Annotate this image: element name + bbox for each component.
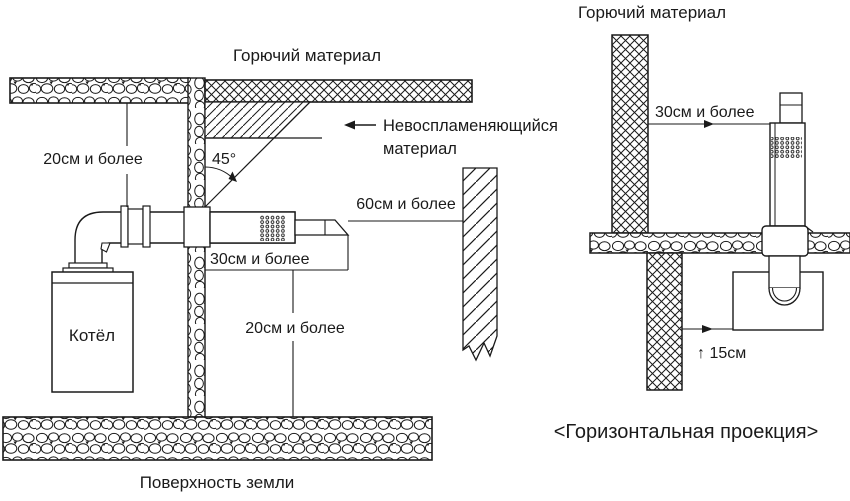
ceiling-combustible-material [204,79,473,103]
boiler-body [51,271,134,393]
angle-arc-arrowhead-icon [228,171,237,182]
dim-line-terminal-length [205,235,349,271]
horizontal-projection-caption: <Горизонтальная проекция> [554,421,819,443]
dim-label-wall-to-boiler: ↑ 15см [697,345,746,362]
house-wall-plan [589,232,850,254]
flue-nozzle [294,219,350,236]
dim-label-wall-to-terminal: 30см и более [655,104,755,121]
dim-tick-wall-to-boiler [702,325,713,333]
opposite-wall [462,167,498,362]
combustible-material-label-right: Горючий материал [578,3,726,22]
wall-collar-plan [761,225,809,257]
combustible-wall-lower [646,252,683,391]
dim-label-pipe-to-ceiling: 20см и более [43,151,143,168]
ground-surface [2,416,433,461]
dim-tick-wall-to-terminal [704,120,714,128]
terminal-dome-outer [768,287,801,306]
terminal-perforations-plan [771,137,802,158]
angle-label: 45° [212,151,236,168]
ceiling-left-masonry [9,77,190,104]
nonflammable-material-label-line1: Невоспламеняющийся [383,117,558,135]
terminal-top-pipe [779,92,803,124]
dim-label-terminal-length: 30см и более [210,251,310,268]
right-diagram: Горючий материал 30см и более ↑ 15см <Го… [554,3,850,443]
pipe-coupling [120,205,151,248]
wall-sleeve [183,206,211,248]
pipe-drain-nub [100,242,111,253]
terminal-inner-pipe [768,255,801,289]
angle-arc [204,166,234,180]
nonflammable-material-zone [204,101,312,139]
45-degree-line [204,101,311,208]
left-diagram: Горючий материал Невоспламеняющийся мате… [2,46,558,492]
boiler-label: Котёл [69,326,115,345]
dim-label-terminal-to-ground: 20см и более [245,320,345,337]
dim-label-terminal-to-wall: 60см и более [356,196,456,213]
terminal-dome-inner [771,287,798,302]
combustible-wall-upper [611,34,649,234]
flue-terminal-perforations [259,215,285,241]
nonflammable-material-label-line2: материал [383,140,457,158]
left-arrow-icon [344,120,376,130]
ground-surface-label: Поверхность земли [140,473,295,492]
combustible-material-label: Горючий материал [233,46,381,65]
